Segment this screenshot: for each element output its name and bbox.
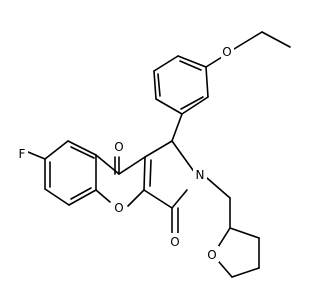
ethoxy-group	[205, 31, 291, 68]
carbon-fluorine-bond	[27, 151, 46, 160]
ethoxy-oxygen-label: O	[222, 45, 231, 59]
ketone-oxygen-label: O	[114, 140, 123, 154]
lactam-ring	[143, 140, 196, 209]
atom-labels: O O F N O O O	[16, 44, 234, 262]
pyran-oxygen-label: O	[114, 201, 123, 215]
phenyl-ring	[153, 55, 209, 115]
tetrahydrofurfuryl-group	[206, 177, 260, 278]
aryl-substituent-bond	[171, 113, 183, 142]
molecule-structure-diagram: O O F N O O O	[16, 31, 291, 278]
thf-oxygen-label: O	[207, 248, 216, 262]
lactam-nitrogen-label: N	[196, 168, 205, 182]
lactam-carbonyl	[171, 207, 179, 238]
fluorine-label: F	[19, 147, 26, 161]
lactam-oxygen-label: O	[170, 235, 179, 249]
chromone-ring	[95, 154, 146, 207]
fluorobenzene-ring	[44, 140, 97, 206]
